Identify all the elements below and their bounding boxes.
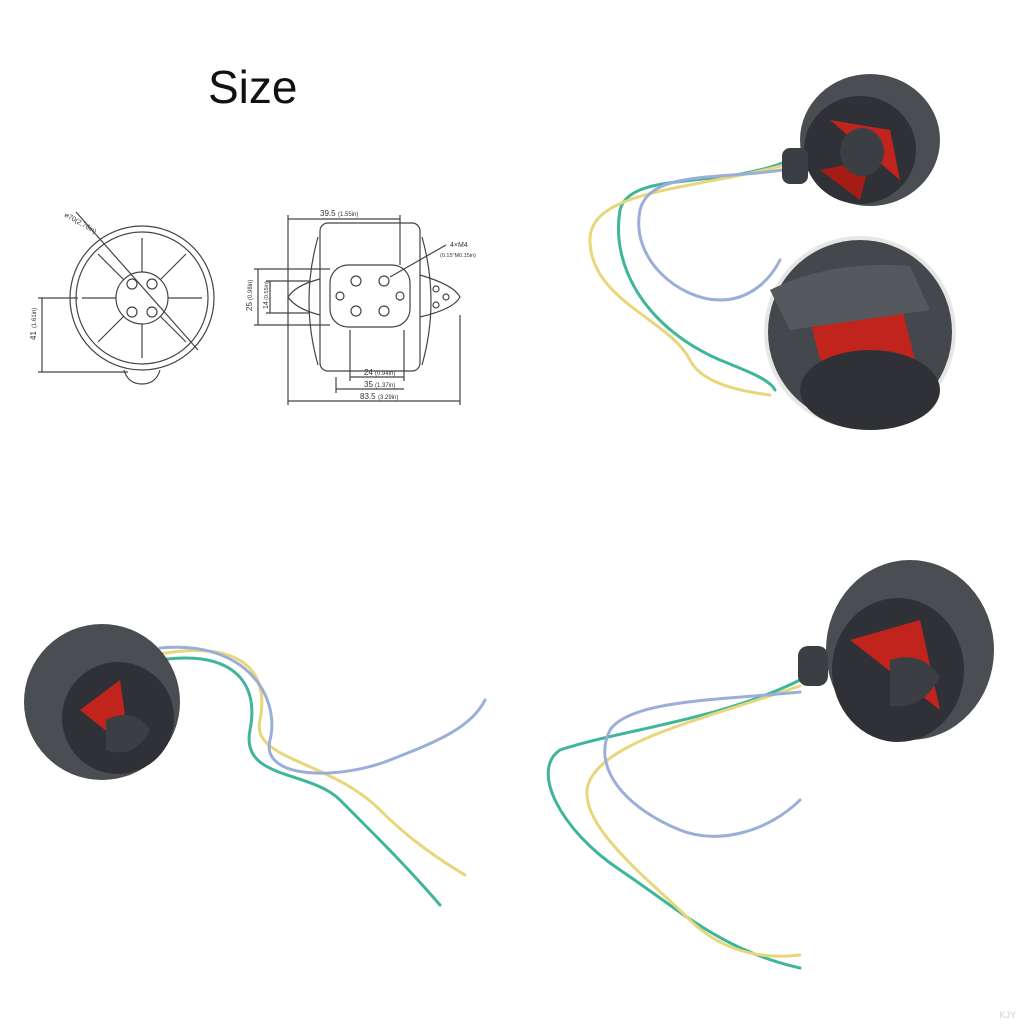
watermark: KJY bbox=[999, 1010, 1016, 1020]
inner-spacing-unit: (0.55in) bbox=[264, 281, 270, 300]
side-top-width-unit: (1.55in) bbox=[338, 212, 358, 218]
front-height-unit: (1.61in) bbox=[32, 308, 38, 328]
motor-icon-3 bbox=[798, 560, 994, 742]
bottom-b-unit: (1.37in) bbox=[375, 383, 395, 389]
inner-spacing-value: 14 bbox=[263, 301, 270, 309]
product-photo-bottom-left bbox=[10, 610, 500, 920]
outer-spacing-unit: (0.98in) bbox=[248, 280, 254, 300]
product-photo-bottom-right bbox=[520, 550, 1010, 990]
bottom-b-value: 35 bbox=[364, 380, 373, 389]
total-length-unit: (3.29in) bbox=[378, 395, 398, 401]
side-top-width-value: 39.5 bbox=[320, 209, 336, 218]
front-view-drawing: ⌀70(2.76in) 41 (1.61in) bbox=[28, 200, 238, 400]
motor-icon-2 bbox=[24, 624, 180, 780]
screw-label: 4×M4 bbox=[450, 242, 468, 249]
front-diameter-label: ⌀70(2.76in) bbox=[63, 212, 97, 236]
screw-sub-label: (0.15"M0.15in) bbox=[440, 253, 476, 259]
product-photo-top-right bbox=[570, 60, 990, 440]
motor-icon bbox=[782, 74, 940, 206]
front-height-value: 41 bbox=[29, 331, 38, 340]
page-title: Size bbox=[208, 61, 298, 113]
side-view-drawing: 39.5 (1.55in) 4×M4 (0.15"M0.15in) 25 (0.… bbox=[240, 205, 500, 405]
bottom-a-unit: (0.94in) bbox=[375, 371, 395, 377]
zoom-inset bbox=[764, 236, 956, 430]
total-length-value: 83.5 bbox=[360, 392, 376, 401]
outer-spacing-value: 25 bbox=[245, 302, 254, 311]
bottom-a-value: 24 bbox=[364, 368, 373, 377]
